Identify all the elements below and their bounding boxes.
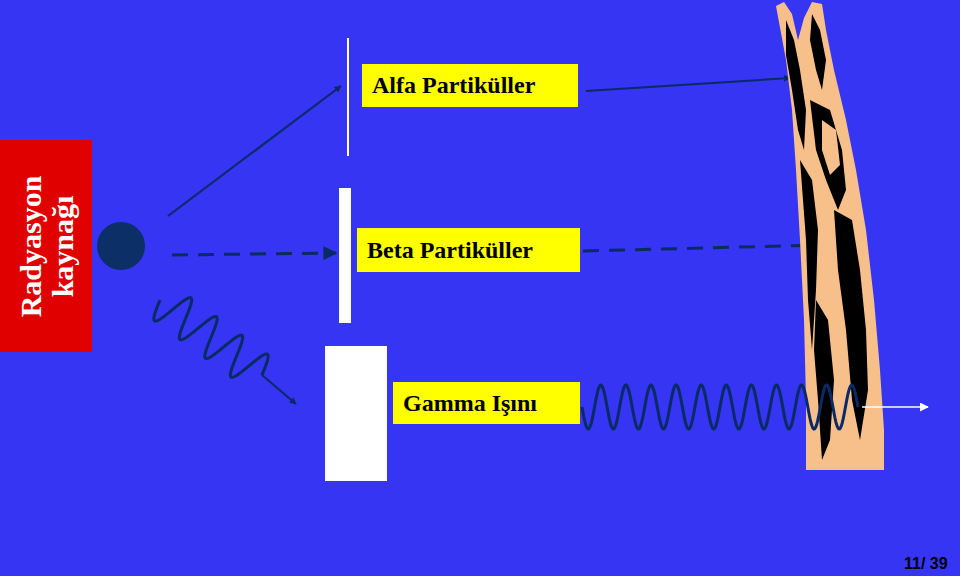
beta-label-box: Beta Partiküller xyxy=(357,228,580,272)
gamma-ray xyxy=(582,385,858,429)
page-number: 11/ 39 xyxy=(904,555,948,573)
bone xyxy=(786,20,806,150)
radiation-source xyxy=(97,222,145,270)
lead-barrier xyxy=(325,346,387,481)
gamma-ray xyxy=(262,375,296,404)
paper-barrier xyxy=(347,38,349,156)
alpha-label-box: Alfa Partiküller xyxy=(362,64,578,107)
aluminium-barrier xyxy=(339,188,351,323)
bone xyxy=(810,14,826,90)
gamma-ray xyxy=(154,298,268,378)
beta-ray xyxy=(583,245,822,251)
node-label: Beta Partiküller xyxy=(367,237,533,264)
node-label: Radyasyon kaynağı xyxy=(15,144,78,349)
node-label: Alfa Partiküller xyxy=(372,72,535,99)
bone xyxy=(810,100,846,210)
node-label: Gamma Işını xyxy=(403,390,537,417)
gamma-ray-exit xyxy=(862,406,928,408)
arm-outline xyxy=(776,2,884,470)
source-label-band: Radyasyon kaynağı xyxy=(0,140,92,352)
joint xyxy=(822,120,840,175)
beta-ray xyxy=(172,253,336,255)
bone xyxy=(834,210,868,440)
arm xyxy=(776,2,884,470)
alpha-ray xyxy=(168,86,341,216)
alpha-ray xyxy=(586,78,790,91)
gamma-label-box: Gamma Işını xyxy=(393,382,580,424)
bone xyxy=(814,300,834,460)
